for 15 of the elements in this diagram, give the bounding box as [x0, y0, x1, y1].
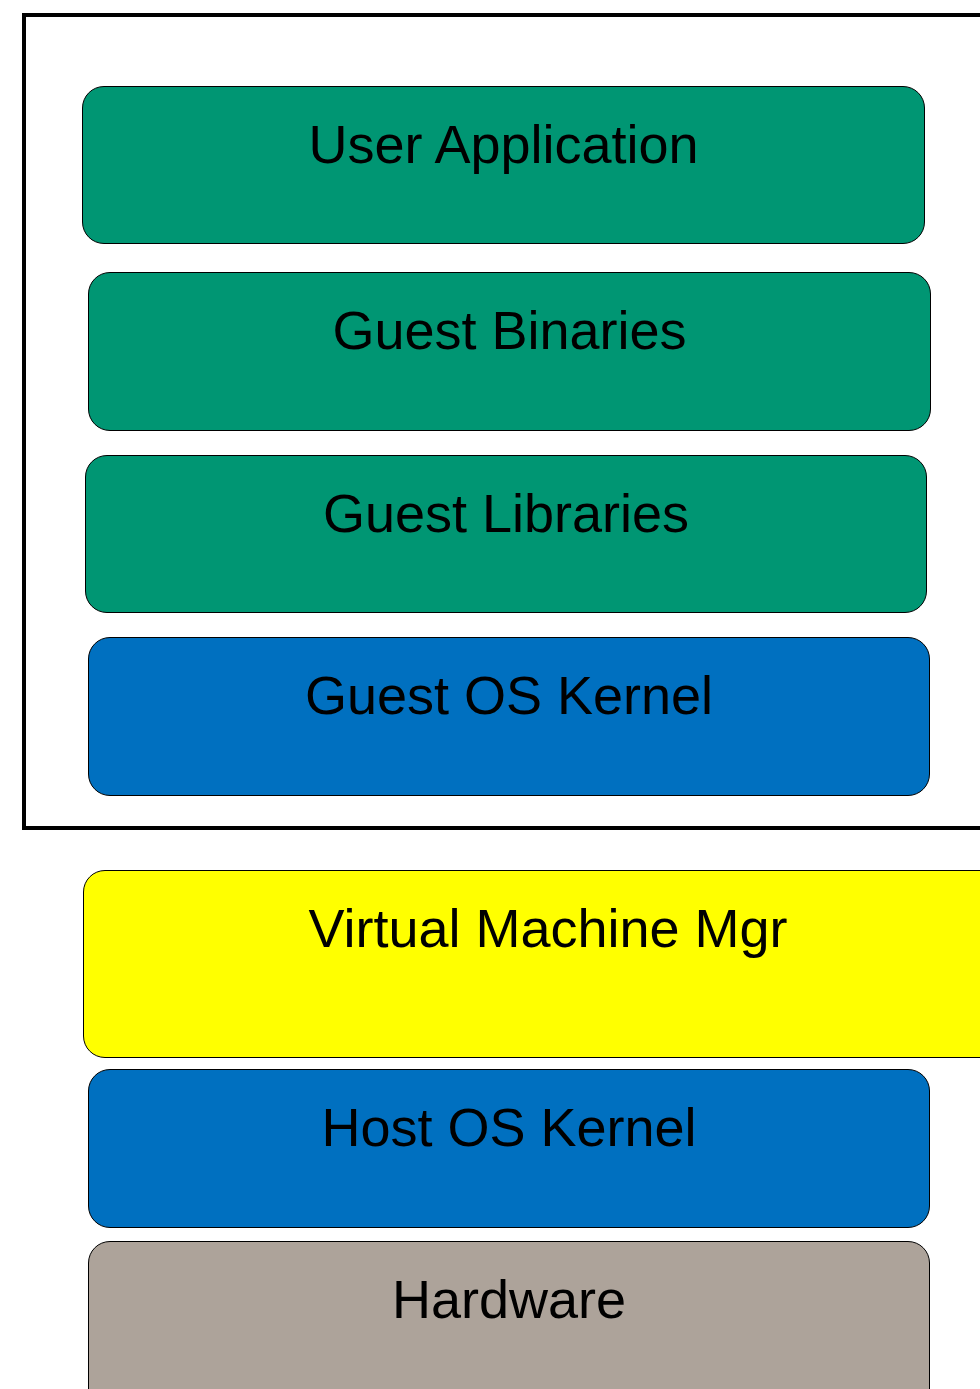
layer-box [88, 1069, 930, 1228]
layer-box [88, 1241, 930, 1389]
layer-box [88, 272, 931, 431]
layer-box [82, 86, 925, 244]
layer-label: Virtual Machine Mgr [308, 897, 788, 960]
layer-label: User Application [308, 113, 699, 176]
layer-box [83, 870, 980, 1058]
layer-label: Hardware [391, 1268, 627, 1331]
layer-label: Guest Libraries [322, 482, 690, 545]
layer-label: Host OS Kernel [321, 1096, 697, 1159]
layer-box [85, 455, 927, 613]
layer-label: Guest Binaries [332, 299, 687, 362]
layer-label: Guest OS Kernel [304, 664, 714, 727]
container-box [22, 13, 980, 830]
layer-box [88, 637, 930, 796]
